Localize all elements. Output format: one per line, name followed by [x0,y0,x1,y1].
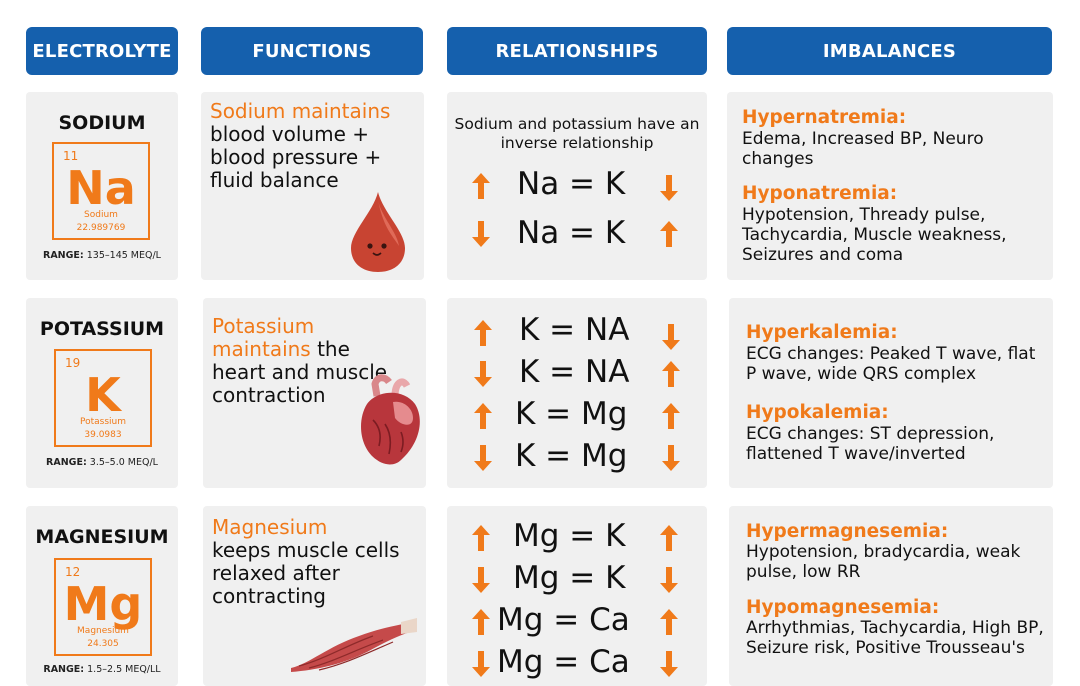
function-card-potassium: Potassium maintains the heart and muscle… [203,298,426,488]
range-text: RANGE: 135–145 MEQ/L [43,250,161,261]
equation-text: K = Mg [515,396,628,432]
imbalance-heading: Hypernatremia: [742,107,907,128]
range-text: RANGE: 1.5–2.5 MEQ/LL [43,664,161,675]
relationship-intro: Sodium and potassium have an inverse rel… [454,115,700,152]
imbalance-heading: Hypermagnesemia: [746,521,949,542]
element-tile: 19 K Potassium 39.0983 [54,349,152,447]
imbalance-card-sodium: Hypernatremia: Edema, Increased BP, Neur… [727,92,1053,280]
imbalance-card-magnesium: Hypermagnesemia: Hypotension, bradycardi… [729,506,1053,686]
electrolyte-card-magnesium: MAGNESIUM 12 Mg Magnesium 24.305 RANGE: … [26,506,178,686]
arrow-up-icon [660,609,678,635]
electrolyte-name: SODIUM [58,112,146,134]
element-tile: 12 Mg Magnesium 24.305 [54,558,152,656]
arrow-down-icon [474,445,492,471]
arrow-up-icon [660,525,678,551]
imbalance-heading: Hypokalemia: [746,402,889,423]
equation-text: K = NA [519,312,630,348]
arrow-down-icon [660,175,678,201]
imbalance-text: Hypotension, bradycardia, weak pulse, lo… [746,542,1021,582]
electrolyte-card-sodium: SODIUM 11 Na Sodium 22.989769 RANGE: 135… [26,92,178,280]
arrow-up-icon [474,320,492,346]
imbalance-heading: Hypomagnesemia: [746,597,940,618]
arrow-down-icon [660,567,678,593]
equation-text: Mg = K [513,560,626,596]
arrow-down-icon [662,324,680,350]
arrow-up-icon [474,403,492,429]
element-symbol: Na [66,161,136,215]
equation-text: Mg = Ca [497,602,630,638]
range-text: RANGE: 3.5–5.0 MEQ/L [46,457,158,468]
imbalance-text: Arrhythmias, Tachycardia, High BP, Seizu… [746,618,1044,658]
element-tile: 11 Na Sodium 22.989769 [52,142,150,240]
arrow-down-icon [472,651,490,677]
atomic-mass: 39.0983 [84,430,122,440]
arrow-up-icon [660,221,678,247]
equation-text: Mg = K [513,518,626,554]
equation-text: Na = K [517,166,626,202]
arrow-down-icon [472,221,490,247]
element-full-name: Potassium [79,417,126,427]
arrow-down-icon [472,567,490,593]
arrow-up-icon [662,361,680,387]
equation-text: K = NA [519,354,630,390]
heart-icon [361,374,420,465]
electrolyte-card-potassium: POTASSIUM 19 K Potassium 39.0983 RANGE: … [26,298,178,488]
imbalance-text: ECG changes: Peaked T wave, flat P wave,… [746,344,1036,384]
relationship-card-magnesium: Mg = K Mg = K Mg = Ca Mg = Ca [447,506,707,686]
imbalance-text: Hypotension, Thready pulse, Tachycardia,… [742,205,1007,265]
header-relationships: RELATIONSHIPS [447,27,707,75]
arrow-down-icon [662,445,680,471]
relationship-card-potassium: K = NA K = NA K = Mg K = Mg [447,298,707,488]
arrow-down-icon [474,361,492,387]
electrolyte-name: POTASSIUM [39,318,165,340]
electrolyte-name: MAGNESIUM [35,526,169,548]
equation-text: K = Mg [515,438,628,474]
header-imbalances: IMBALANCES [727,27,1052,75]
muscle-icon [291,618,417,672]
element-symbol: Mg [63,577,143,631]
header-functions: FUNCTIONS [201,27,423,75]
element-symbol: K [85,368,121,422]
blood-drop-icon [351,192,405,272]
arrow-up-icon [662,403,680,429]
arrow-up-icon [472,525,490,551]
atomic-number: 12 [65,565,81,579]
atomic-number: 11 [63,149,79,163]
imbalance-card-potassium: Hyperkalemia: ECG changes: Peaked T wave… [729,298,1053,488]
arrow-up-icon [472,609,490,635]
arrow-up-icon [472,173,490,199]
header-electrolyte: ELECTROLYTE [26,27,178,75]
imbalance-text: Edema, Increased BP, Neuro changes [742,129,984,169]
arrow-down-icon [660,651,678,677]
equation-text: Mg = Ca [497,644,630,680]
atomic-mass: 22.989769 [76,223,126,233]
imbalance-text: ECG changes: ST depression, flattened T … [746,424,995,464]
atomic-mass: 24.305 [87,639,119,649]
equation-text: Na = K [517,215,626,251]
element-full-name: Magnesium [77,626,129,636]
imbalance-heading: Hyperkalemia: [746,322,898,343]
imbalance-heading: Hyponatremia: [742,183,898,204]
atomic-number: 19 [65,356,81,370]
element-full-name: Sodium [84,210,118,220]
function-text: Potassium maintains the heart and muscle… [212,314,388,407]
relationship-card-sodium: Sodium and potassium have an inverse rel… [447,92,707,280]
